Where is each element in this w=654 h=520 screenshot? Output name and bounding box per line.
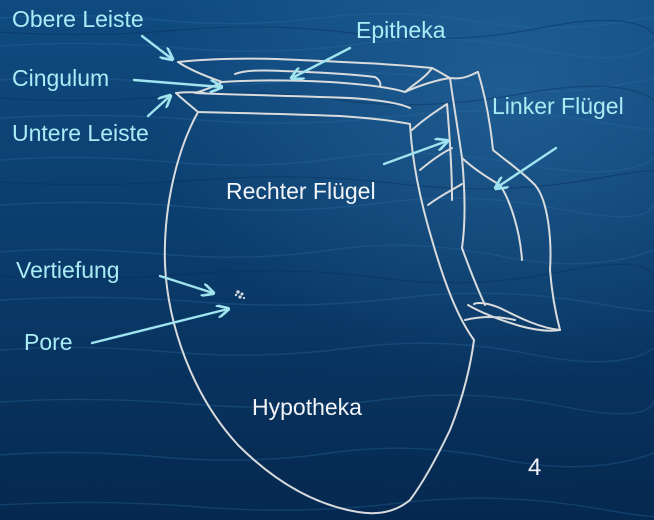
arrow-cingulum	[134, 80, 221, 87]
label-pore: Pore	[24, 331, 73, 354]
pore-mark	[235, 290, 245, 299]
lower-ridge-top	[176, 92, 205, 93]
label-hypotheka: Hypotheka	[252, 396, 362, 419]
label-cingulum: Cingulum	[12, 67, 109, 90]
right-wing-inner-3	[428, 184, 462, 205]
arrow-untere-leiste	[148, 96, 170, 116]
arrow-pore	[92, 309, 228, 343]
label-epitheka: Epitheka	[356, 19, 446, 42]
slide-number: 4	[528, 456, 541, 480]
left-wing-edge	[462, 248, 485, 305]
label-vertiefung: Vertiefung	[16, 259, 120, 282]
arrow-linker-fluegel	[496, 148, 556, 188]
right-wing-inner-2	[420, 148, 452, 170]
left-wing-fold-2	[465, 317, 515, 320]
label-untere-leiste: Untere Leiste	[12, 122, 149, 145]
arrow-rechter-fluegel	[384, 141, 447, 164]
label-obere-leiste: Obere Leiste	[12, 8, 144, 31]
arrow-obere-leiste	[142, 36, 172, 59]
lower-ridge-outline	[176, 93, 410, 124]
label-linker-fluegel: Linker Flügel	[492, 95, 624, 118]
label-rechter-fluegel: Rechter Flügel	[226, 180, 376, 203]
left-wing-inner	[462, 158, 522, 260]
